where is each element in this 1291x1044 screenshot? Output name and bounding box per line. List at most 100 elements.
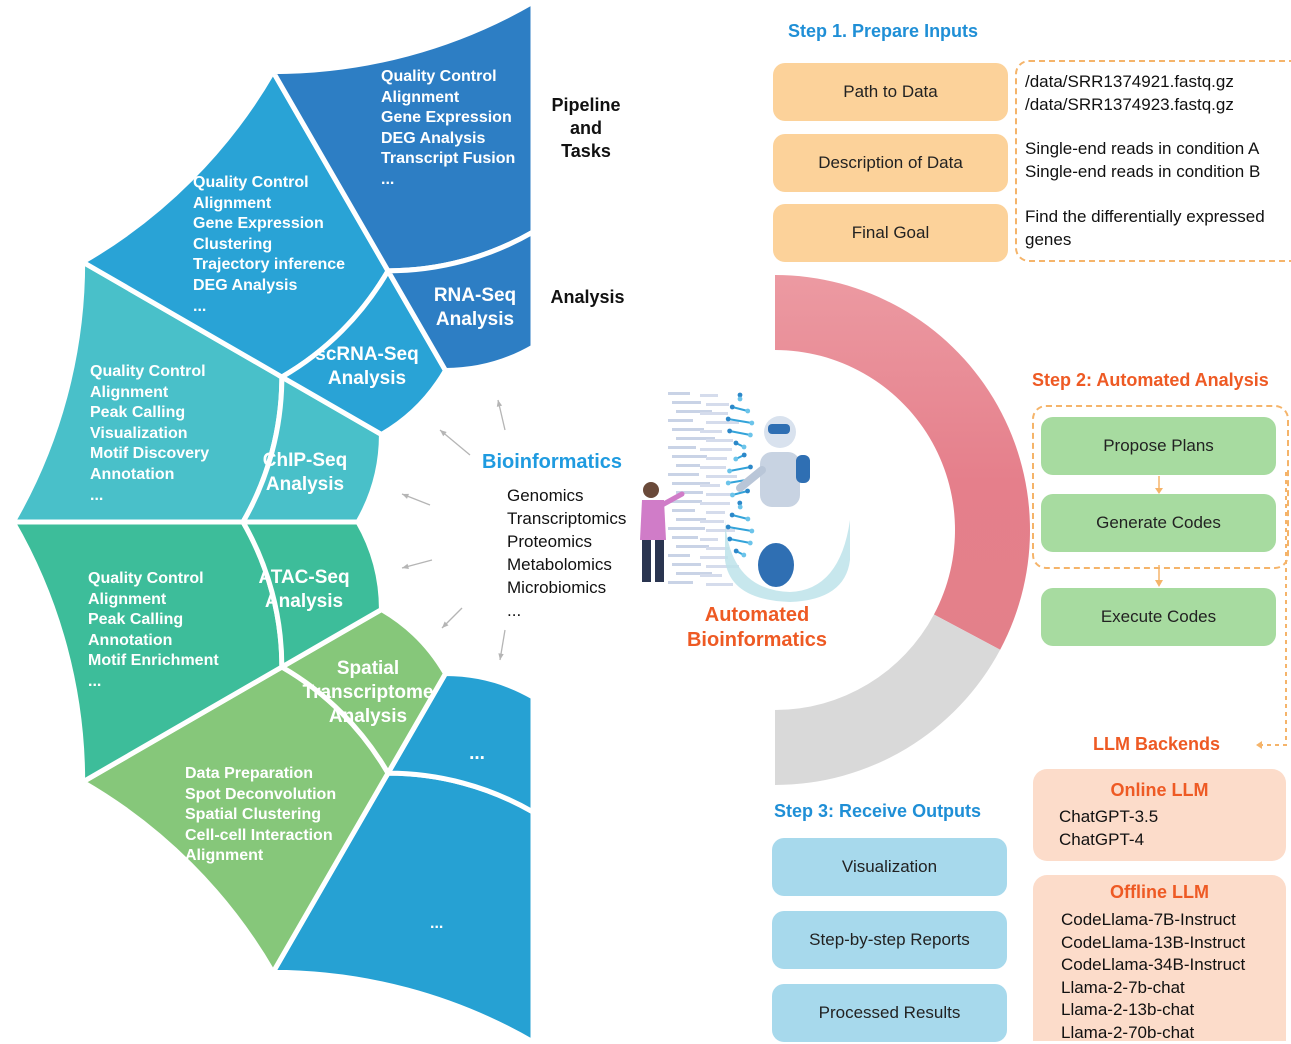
omics-item: Proteomics <box>507 530 626 553</box>
task-item: Transcript Fusion <box>381 149 515 170</box>
arrow-head-icon <box>1155 580 1163 587</box>
code-line <box>672 563 701 566</box>
task-item: Quality Control <box>193 173 345 194</box>
dna-node <box>745 517 750 522</box>
dna-node <box>726 525 731 530</box>
detail-line: Find the differentially expressed <box>1025 205 1265 228</box>
code-line <box>700 394 718 397</box>
code-line <box>668 581 693 584</box>
task-item: Quality Control <box>90 362 209 383</box>
scientist-leg <box>642 540 651 582</box>
dna-node <box>730 405 735 410</box>
code-line <box>668 527 705 530</box>
code-line <box>706 475 737 478</box>
task-item: ... <box>88 672 219 693</box>
dna-node <box>734 549 739 554</box>
scientist-robot-illustration <box>640 392 850 602</box>
code-line <box>672 536 698 539</box>
dna-node <box>733 457 738 462</box>
output-processed-results: Processed Results <box>772 984 1007 1042</box>
task-item: ... <box>90 486 209 507</box>
task-item: ... <box>185 867 336 888</box>
arrow-head-icon <box>402 494 409 499</box>
llm-model: CodeLlama-13B-Instruct <box>1061 932 1245 955</box>
robot-arm <box>740 470 762 488</box>
task-item: ... <box>381 170 515 191</box>
omics-item: Metabolomics <box>507 553 626 576</box>
input-goal-detail: Find the differentially expressed genes <box>1025 205 1265 251</box>
online-llm-title: Online LLM <box>1033 780 1286 801</box>
dna-node <box>745 489 750 494</box>
code-line <box>700 412 728 415</box>
code-line <box>672 509 695 512</box>
task-item: ... <box>430 914 443 935</box>
task-item: Spot Deconvolution <box>185 785 336 806</box>
dna-rung <box>730 539 751 543</box>
automated-bioinformatics-label: Automated Bioinformatics <box>672 603 842 653</box>
task-item: Cell-cell Interaction <box>185 826 336 847</box>
omics-item: ... <box>507 599 626 622</box>
code-line <box>706 439 733 442</box>
omics-item: Transcriptomics <box>507 507 626 530</box>
dna-node <box>730 493 735 498</box>
dna-node <box>748 465 753 470</box>
dna-node <box>727 537 732 542</box>
llm-backends-title: LLM Backends <box>1093 734 1220 755</box>
code-line <box>700 484 720 487</box>
scrna-seq-label: scRNA-Seq Analysis <box>298 343 436 391</box>
task-item: Spatial Clustering <box>185 805 336 826</box>
chip-seq-label: ChIP-Seq Analysis <box>244 449 366 497</box>
step3-title: Step 3: Receive Outputs <box>774 801 981 822</box>
llm-model: ChatGPT-3.5 <box>1059 806 1158 829</box>
center-title: Bioinformatics <box>482 451 622 474</box>
scientist-arm <box>662 494 682 505</box>
code-line <box>700 466 726 469</box>
offline-llm-title: Offline LLM <box>1033 882 1286 903</box>
task-item: Clustering <box>193 235 345 256</box>
arrow-head-icon <box>1155 488 1163 494</box>
step1-title: Step 1. Prepare Inputs <box>788 21 978 42</box>
detail-line: /data/SRR1374923.fastq.gz <box>1025 93 1234 116</box>
code-line <box>700 502 730 505</box>
offline-llm-list: CodeLlama-7B-Instruct CodeLlama-13B-Inst… <box>1061 909 1245 1044</box>
dna-node <box>742 453 747 458</box>
code-line <box>706 421 739 424</box>
chip-seq-task-list: Quality Control Alignment Peak Calling V… <box>90 362 209 506</box>
code-line <box>706 583 733 586</box>
pipeline-tasks-header: Pipeline and Tasks <box>536 94 636 163</box>
dna-rung <box>730 431 751 435</box>
dna-node <box>741 553 746 558</box>
code-line <box>668 473 699 476</box>
rna-seq-task-list: Quality Control Alignment Gene Expressio… <box>381 67 515 191</box>
dna-node <box>749 421 754 426</box>
omics-item: Genomics <box>507 484 626 507</box>
robot-body <box>760 452 800 507</box>
spatial-task-list: Data Preparation Spot Deconvolution Spat… <box>185 764 336 888</box>
task-item: Peak Calling <box>90 403 209 424</box>
step2-connectors <box>1030 470 1290 760</box>
dna-node <box>727 429 732 434</box>
task-item: Annotation <box>88 631 219 652</box>
llm-model: ChatGPT-4 <box>1059 829 1158 852</box>
robot-wheel <box>758 543 794 587</box>
scientist-leg <box>655 540 664 582</box>
spatial-label: Spatial Transcriptome Analysis <box>288 657 448 729</box>
code-line <box>706 529 735 532</box>
code-line <box>672 401 701 404</box>
code-line <box>706 403 729 406</box>
dna-node <box>734 441 739 446</box>
dna-node <box>726 481 731 486</box>
scientist-head <box>643 482 659 498</box>
task-item: Quality Control <box>381 67 515 88</box>
code-line <box>700 538 718 541</box>
to-llm-connector <box>1262 472 1286 745</box>
task-item: DEG Analysis <box>381 129 515 150</box>
arrow-head-icon <box>1256 741 1262 749</box>
dna-rung <box>732 515 748 519</box>
task-item: Alignment <box>90 383 209 404</box>
omics-item: Microbiomics <box>507 576 626 599</box>
code-line <box>668 554 690 557</box>
atac-seq-label: ATAC-Seq Analysis <box>243 566 365 614</box>
detail-line: Single-end reads in condition A <box>1025 137 1260 160</box>
